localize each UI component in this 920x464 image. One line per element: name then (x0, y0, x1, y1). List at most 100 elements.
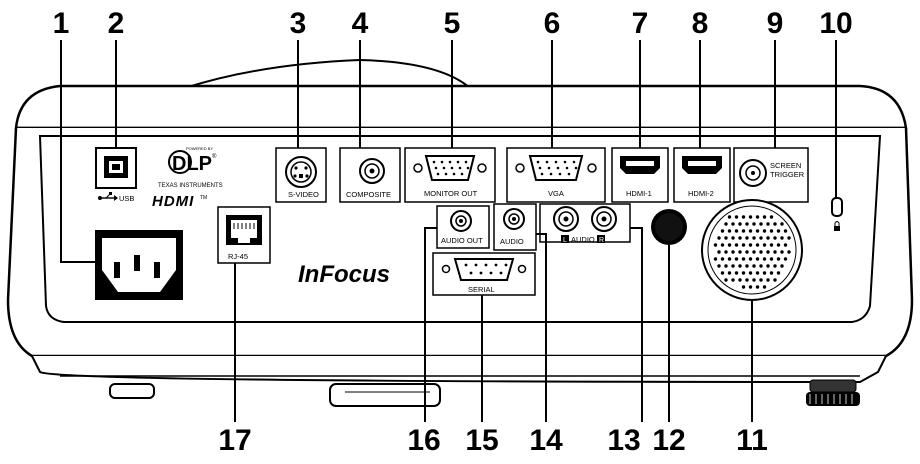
serial-label: SERIAL (468, 285, 495, 294)
speaker-hole (717, 264, 721, 268)
svg-text:®: ® (212, 153, 217, 160)
speaker-hole (738, 250, 742, 254)
audio-in-port[interactable] (493, 203, 537, 251)
speaker-hole (762, 271, 767, 275)
callout-17: 17 (218, 424, 251, 457)
speaker-hole (734, 271, 739, 275)
svideo-port[interactable] (275, 147, 327, 203)
rj45-port[interactable] (217, 206, 271, 264)
speaker-hole (717, 236, 721, 240)
hdmi-logo: HDMI (152, 193, 194, 210)
speaker-hole (734, 257, 739, 261)
speaker-hole (748, 271, 753, 275)
speaker-hole (748, 229, 753, 233)
leader-13 (630, 227, 643, 422)
speaker-hole (727, 271, 732, 275)
center-foot (329, 383, 441, 407)
speaker-hole (741, 285, 746, 289)
speaker-hole (727, 243, 732, 247)
speaker-hole (720, 229, 725, 233)
composite-label: COMPOSITE (346, 190, 391, 199)
speaker-hole (769, 215, 774, 219)
dlp-text: DLP (172, 153, 212, 175)
serial-port[interactable] (432, 252, 536, 296)
speaker-hole (748, 257, 753, 261)
speaker-hole (738, 236, 742, 240)
screen-trigger-label-1: SCREEN (770, 161, 801, 170)
speaker-hole (738, 264, 742, 268)
speaker-hole (780, 222, 784, 226)
speaker-hole (724, 222, 728, 226)
speaker-hole (752, 264, 756, 268)
speaker-hole (776, 271, 781, 275)
speaker-hole (717, 250, 721, 254)
speaker-hole (769, 257, 774, 261)
callout-9: 9 (767, 7, 784, 40)
callout-1: 1 (53, 7, 70, 40)
speaker-hole (720, 271, 725, 275)
speaker-hole (773, 278, 777, 282)
leader-16 (424, 227, 437, 422)
screen-trigger-label-2: TRIGGER (770, 170, 805, 179)
speaker-hole (769, 243, 774, 247)
adjustable-foot[interactable] (806, 379, 860, 406)
speaker-hole (748, 215, 753, 219)
callout-7: 7 (632, 7, 649, 40)
speaker-hole (755, 215, 760, 219)
speaker-grille (701, 199, 803, 301)
speaker-hole (762, 229, 767, 233)
screen-trigger-port[interactable] (733, 147, 809, 203)
hdmi2-port[interactable] (673, 147, 731, 203)
callout-12: 12 (652, 424, 685, 457)
speaker-hole (776, 229, 781, 233)
callout-16: 16 (407, 424, 440, 457)
speaker-hole (745, 264, 749, 268)
audio-l-badge (561, 235, 569, 243)
speaker-hole (759, 236, 763, 240)
audio-lr-ports[interactable] (539, 203, 631, 243)
speaker-hole (720, 243, 725, 247)
speaker-hole (745, 250, 749, 254)
kensington-lock-slot[interactable] (831, 197, 843, 217)
speaker-hole (787, 236, 791, 240)
monitor-out-port[interactable] (404, 147, 496, 203)
ac-power-socket[interactable] (95, 230, 183, 300)
speaker-hole (738, 278, 742, 282)
speaker-hole (731, 236, 735, 240)
speaker-hole (759, 278, 763, 282)
vga-port[interactable] (506, 147, 606, 203)
speaker-hole (752, 250, 756, 254)
callout-2: 2 (108, 7, 125, 40)
speaker-hole (762, 257, 767, 261)
lock-icon (834, 221, 840, 231)
speaker-hole (780, 264, 784, 268)
audio-lr-label: AUDIO (571, 235, 595, 244)
speaker-hole (745, 278, 749, 282)
dlp-small-text: POWERED BY (186, 146, 213, 151)
svideo-label: S-VIDEO (288, 190, 319, 199)
speaker-hole (741, 215, 746, 219)
usb-port[interactable] (95, 147, 137, 189)
speaker-hole (769, 229, 774, 233)
callout-4: 4 (352, 7, 369, 40)
speaker-hole (724, 264, 728, 268)
hdmi2-label: HDMI-2 (688, 189, 714, 198)
callout-11: 11 (736, 424, 768, 457)
speaker-hole (752, 236, 756, 240)
speaker-hole (783, 229, 788, 233)
speaker-hole (766, 278, 770, 282)
speaker-hole (741, 271, 746, 275)
speaker-hole (755, 229, 760, 233)
speaker-hole (766, 264, 770, 268)
speaker-hole (783, 243, 788, 247)
callout-5: 5 (444, 7, 461, 40)
ti-logo: TEXAS INSTRUMENTS (158, 183, 223, 189)
speaker-hole (752, 222, 756, 226)
audio-r-text: R (599, 237, 604, 244)
speaker-hole (762, 243, 767, 247)
audio-out-port[interactable] (436, 205, 490, 249)
speaker-hole (748, 285, 753, 289)
composite-port[interactable] (339, 147, 401, 203)
speaker-hole (780, 250, 784, 254)
